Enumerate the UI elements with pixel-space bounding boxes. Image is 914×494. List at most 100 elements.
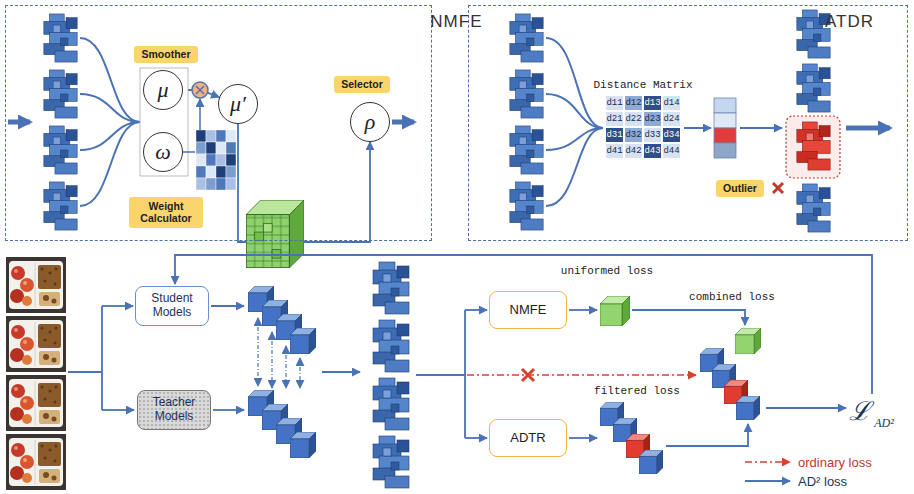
nmfe-illustration [44,14,77,62]
pipeline-illustration [175,255,872,394]
pipeline-illustration [373,436,409,488]
node-text: Weight Calculator [133,200,199,224]
pipeline-illustration [6,316,66,372]
pipeline-illustration [6,257,66,313]
label-anchor: uniformed loss [561,265,653,277]
pipeline-illustration [522,369,534,381]
cell-text: d23 [644,114,660,124]
pipeline-illustration [736,396,760,420]
node-text: ρ [365,109,376,134]
atdr-illustration [714,143,736,158]
pipeline-illustration [101,306,103,410]
cell-text: d34 [663,130,679,140]
nmfe-illustration [216,166,226,178]
module-box: NMFE [489,291,567,329]
nmfe-illustration [80,38,140,122]
atdr-illustration [773,183,783,193]
multiply-symbol [192,82,208,98]
legend-text: ordinary loss [798,455,872,470]
atdr-illustration [714,98,736,113]
atdr-illustration [546,94,603,128]
multiply-symbol [192,82,208,98]
nmfe-illustration [80,122,140,206]
label-anchor: filtered loss [594,385,680,397]
nmfe-illustration [196,130,236,190]
symbol-circle: ω [143,132,183,172]
pipeline-illustration [102,409,134,411]
model-box: Teacher Models [137,390,211,430]
nmfe-illustration [80,38,140,206]
label-tag: Smoother [134,46,198,63]
atdr-illustration [786,116,840,178]
nmfe-illustration [226,142,236,154]
nmfe-illustration [206,154,216,166]
label-anchor: Distance Matrix [593,79,692,91]
symbol-circle: μ [143,70,183,110]
nmfe-illustration [226,154,236,166]
model-box: Student Models [135,286,209,326]
pipeline-illustration [464,310,466,438]
nmfe-illustration [44,70,77,118]
pipeline-illustration [258,318,300,388]
pipeline-illustration [373,320,409,372]
atdr-illustration [510,182,543,230]
nmfe-illustration [196,130,206,142]
symbol-circle: μ′ [218,84,258,124]
node-text: μ′ [230,91,246,116]
label-tag: Weight Calculator [129,197,203,228]
loss-label: filtered loss [594,385,680,397]
matrix-cell: d14 [662,95,681,111]
pipeline-illustration [102,305,133,307]
pipeline-illustration [569,437,597,439]
cell-text: d11 [606,98,622,108]
node-text: Smoother [141,48,190,60]
pipeline-illustration [467,374,696,376]
nmfe-illustration [44,126,77,174]
pipeline-illustration [416,374,465,376]
node-text: Teacher Models [142,396,206,424]
matrix-cell: d13 [643,95,662,111]
legend-entry: AD² loss [798,474,847,489]
pipeline-illustration [6,255,872,490]
node-text: μ [157,77,168,102]
matrix-cell: d31 [605,127,624,143]
label-tag: Outlier [716,180,764,197]
cell-text: d44 [663,146,679,156]
nmfe-illustration [226,166,236,178]
atdr-illustration [846,126,890,131]
atdr-illustration [714,98,736,158]
pipeline-illustration [290,328,316,354]
node-text: ω [155,139,171,164]
nmfe-illustration [8,120,30,125]
pipeline-illustration [600,296,630,326]
atdr-illustration [797,184,830,232]
cell-text: d14 [663,98,679,108]
matrix-cell: d44 [662,143,681,159]
legend-text: AD² loss [798,474,847,489]
matrix-cell: d23 [643,111,662,127]
nmfe-illustration [206,178,216,190]
nmfe-illustration [196,142,206,154]
atdr-illustration [714,113,736,128]
pipeline-illustration [465,437,487,439]
pipeline-illustration [735,328,761,354]
nmfe-illustration [392,120,414,125]
matrix-cell: d12 [624,95,643,111]
pipeline-illustration [290,432,316,458]
loss-label: combined loss [689,291,775,303]
multiply-symbol [196,86,204,94]
matrix-cell: d42 [624,143,643,159]
cell-text: d31 [606,130,622,140]
matrix-cell: d24 [662,111,681,127]
atdr-illustration [714,128,736,143]
loss-subscript: AD² [874,416,894,431]
atdr-illustration [773,183,783,193]
dashed-panel: NMFESmootherμωWeight Calculatorμ′Selecto… [5,5,432,241]
pipeline-illustration [322,371,360,373]
cell-text: d13 [644,98,660,108]
nmfe-illustration [196,154,206,166]
pipeline-illustration [666,424,748,446]
loss-symbol: ℒ [849,392,871,428]
node-text: NMFE [510,303,547,318]
pipeline-illustration [373,378,409,430]
